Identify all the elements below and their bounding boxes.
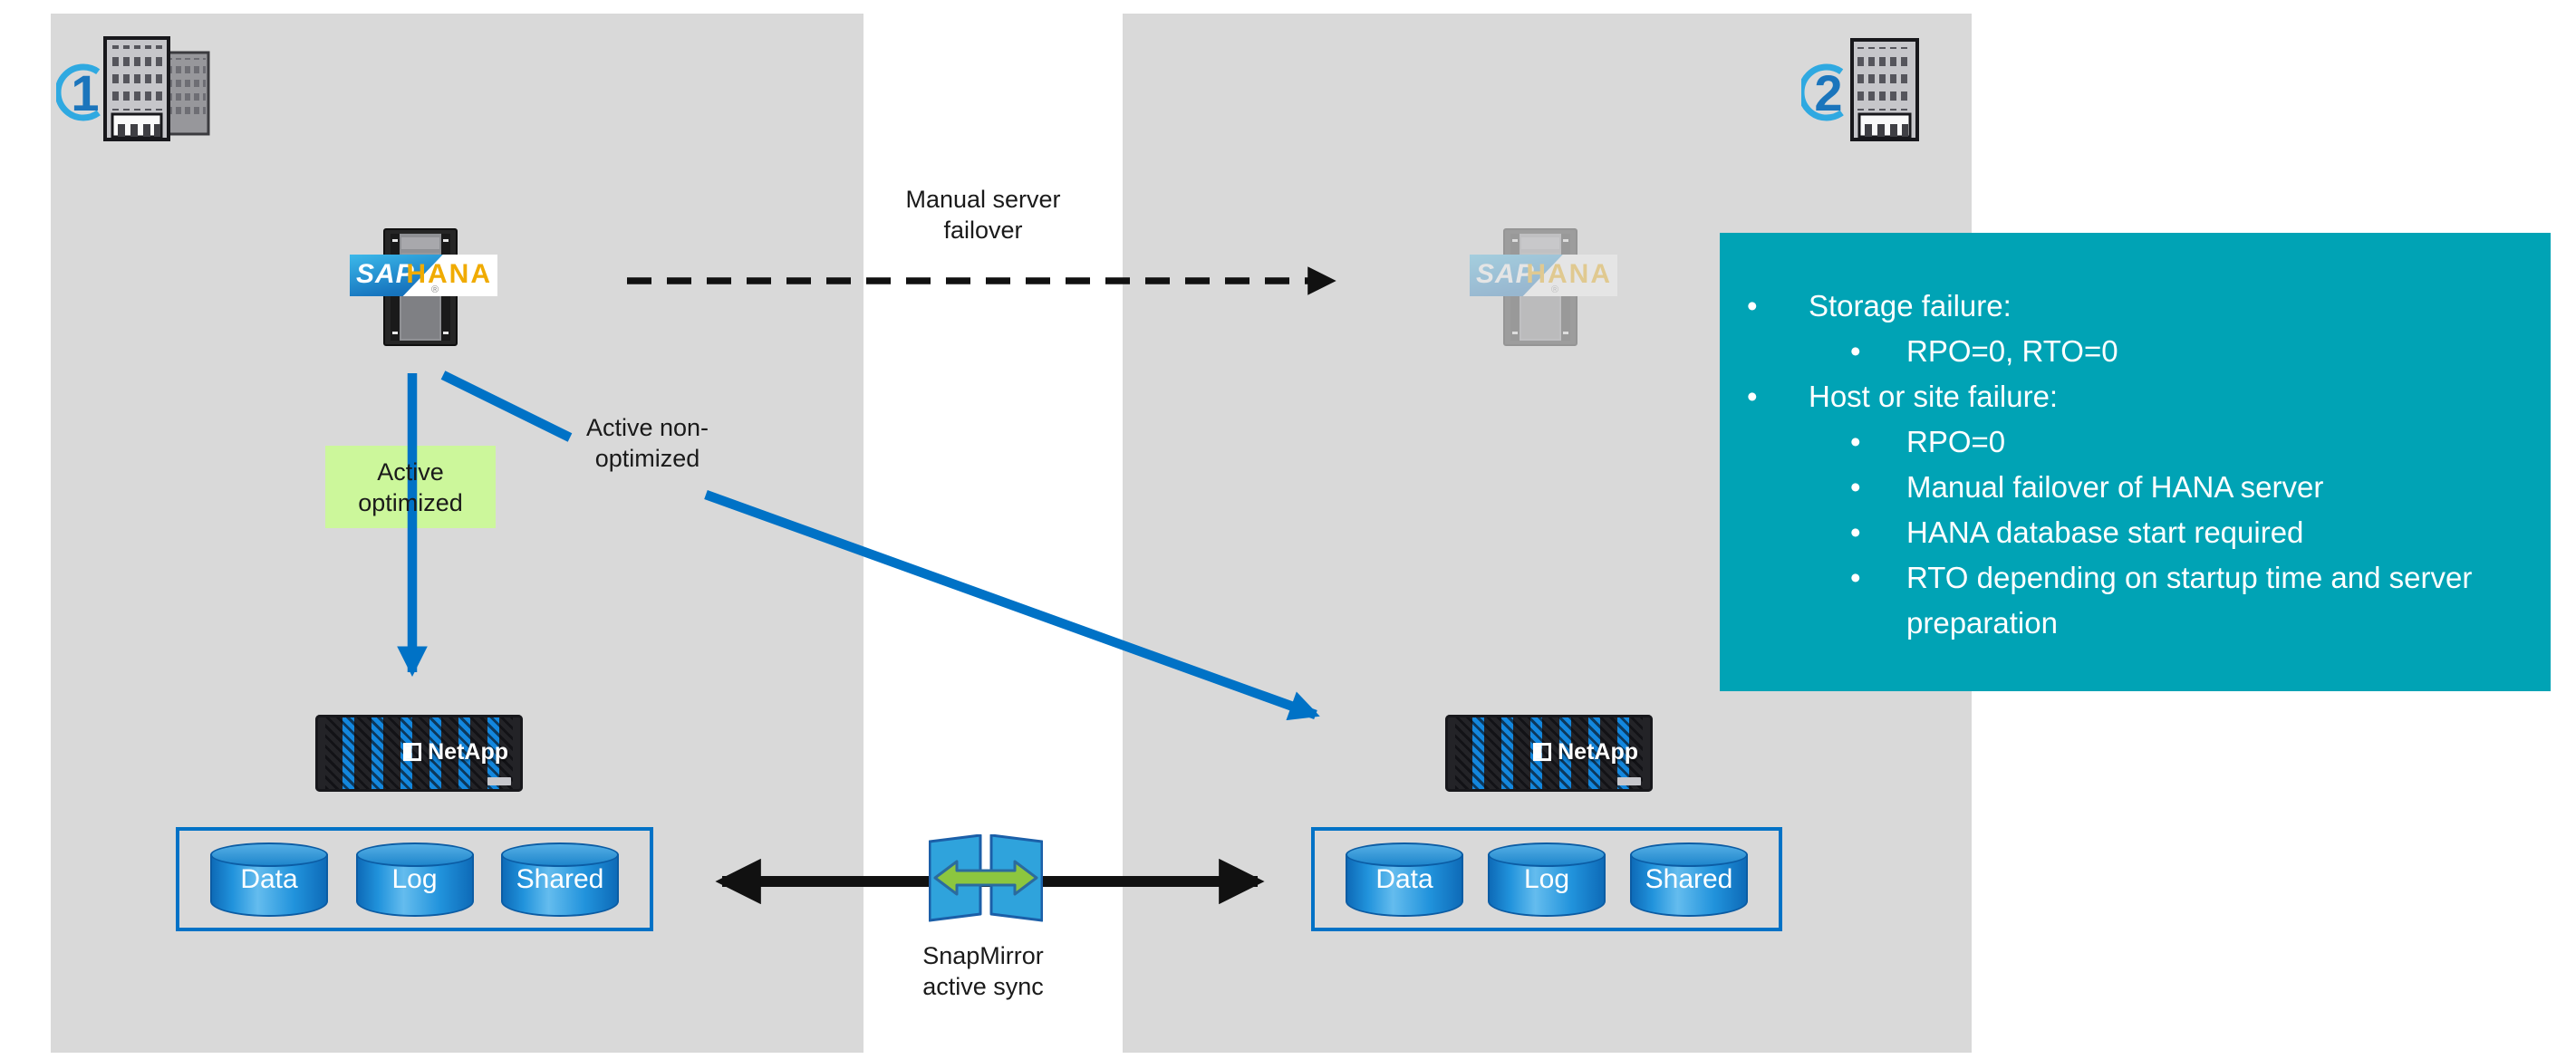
storage-badge [487,777,511,785]
info-item: •Host or site failure: [1720,374,2551,419]
volume-cylinder-log: Log [1488,842,1606,917]
volume-label: Log [1523,863,1570,894]
sap-logo-text: SAP [1476,259,1535,289]
cylinder-top [1488,842,1606,867]
sap-logo-text: SAP [356,259,415,289]
registered-mark: ® [1551,284,1559,295]
netapp-mark-icon [403,743,422,762]
volume-cylinder-data: Data [1346,842,1463,917]
cylinder-top [210,842,328,867]
bullet-icon: • [1747,289,1758,323]
volume-label: Shared [516,863,604,894]
info-item: •Manual failover of HANA server [1720,465,2551,510]
info-item: •Storage failure: [1720,284,2551,329]
registered-mark: ® [431,284,439,295]
info-box: •Storage failure: •RPO=0, RTO=0 •Host or… [1720,233,2551,691]
site2-volume-box: Data Log Shared [1311,827,1782,931]
site1-number: 1 [71,64,99,121]
site2-circle-arc [1801,63,1856,121]
hana-logo-text: HANA [406,259,492,289]
site2-netapp-storage: NetApp [1445,715,1653,792]
bullet-icon: • [1850,470,1861,504]
bullet-icon: • [1747,380,1758,413]
bullet-icon: • [1850,425,1861,458]
volume-cylinder-data: Data [210,842,328,917]
active-optimized-label: Active optimized [358,457,463,516]
snapmirror-active-sync-label: SnapMirror active sync [922,942,1044,1000]
sync-double-arrow [933,860,1038,896]
volume-cylinder-shared: Shared [501,842,619,917]
site1-volume-box: Data Log Shared [176,827,653,931]
info-item: •RPO=0 [1720,419,2551,465]
info-item: •HANA database start required [1720,510,2551,555]
volume-label: Log [391,863,438,894]
info-item: •RTO depending on startup time and serve… [1720,555,2551,646]
site1-sap-hana-logo: SAP HANA ® [350,255,497,296]
site1-building-icon: 1 [56,36,210,141]
active-non-optimized-label: Active non-optimized [585,414,709,472]
info-item: •RPO=0, RTO=0 [1720,329,2551,374]
cylinder-top [501,842,619,867]
cylinder-top [1630,842,1748,867]
netapp-logo-text: NetApp [428,738,508,765]
volume-cylinder-shared: Shared [1630,842,1748,917]
volume-label: Data [240,863,298,894]
netapp-logo: NetApp [403,739,508,765]
cylinder-top [1346,842,1463,867]
netapp-mark-icon [1533,743,1552,762]
storage-badge [1617,777,1641,785]
site1-circle-arc [56,63,112,121]
bullet-icon: • [1850,561,1861,594]
volume-cylinder-log: Log [355,842,474,917]
site2-number: 2 [1814,64,1842,121]
hana-logo-text: HANA [1526,259,1612,289]
site2-sap-hana-logo: SAP HANA ® [1470,255,1617,296]
volume-label: Data [1375,863,1433,894]
manual-server-failover-label: Manual server failover [905,186,1061,244]
site1-netapp-storage: NetApp [315,715,523,792]
site2-building-icon: 2 [1801,38,1919,141]
netapp-logo: NetApp [1533,739,1638,765]
volume-label: Shared [1645,863,1733,894]
bullet-icon: • [1850,515,1861,549]
site2-hana-server-icon [1503,228,1577,346]
bullet-icon: • [1850,334,1861,368]
cylinder-top [355,842,474,867]
snapmirror-icon [929,834,1043,922]
netapp-logo-text: NetApp [1558,738,1638,765]
